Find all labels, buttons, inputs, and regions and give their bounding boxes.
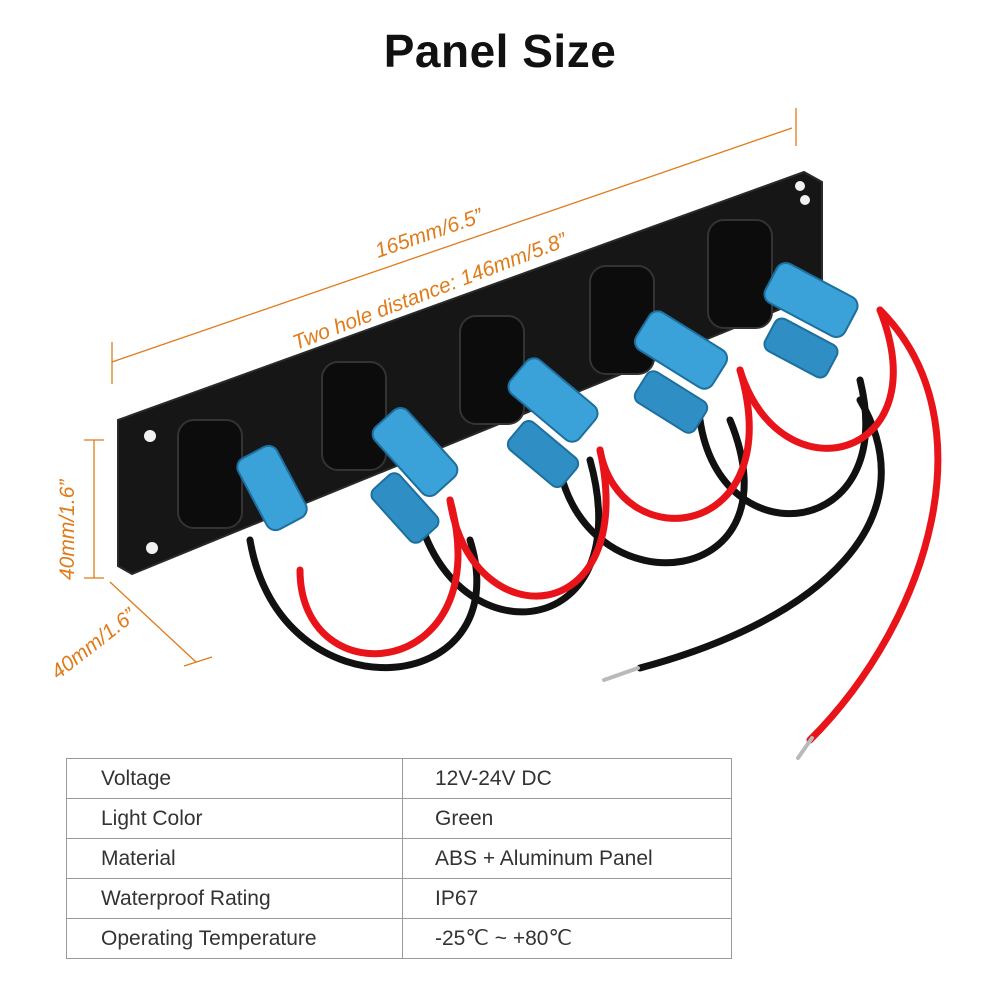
table-row: Voltage 12V-24V DC	[66, 758, 732, 799]
table-row: Waterproof Rating IP67	[66, 878, 732, 919]
spec-value: 12V-24V DC	[402, 758, 732, 799]
spec-value: IP67	[402, 878, 732, 919]
table-row: Light Color Green	[66, 798, 732, 839]
table-row: Operating Temperature -25℃ ~ +80℃	[66, 918, 732, 959]
spec-value: -25℃ ~ +80℃	[402, 918, 732, 959]
height-dimension-label: 40mm/1.6”	[56, 479, 79, 580]
page-title: Panel Size	[383, 25, 617, 77]
length-dimension-label: 165mm/6.5”	[372, 204, 486, 263]
spec-label: Waterproof Rating	[66, 878, 403, 919]
spec-label: Material	[66, 838, 403, 879]
table-row: Material ABS + Aluminum Panel	[66, 838, 732, 879]
mount-hole	[144, 430, 156, 442]
spec-value: Green	[402, 798, 732, 839]
mount-hole	[800, 195, 810, 205]
red-wires	[296, 306, 942, 744]
mount-hole	[795, 181, 805, 191]
spec-label: Light Color	[66, 798, 403, 839]
specifications-table: Voltage 12V-24V DC Light Color Green Mat…	[66, 758, 732, 959]
wire-tips	[602, 666, 814, 760]
spec-label: Operating Temperature	[66, 918, 403, 959]
spec-label: Voltage	[66, 758, 403, 799]
product-figure: 165mm/6.5” Two hole distance: 146mm/5.8”…	[47, 108, 942, 760]
spec-value: ABS + Aluminum Panel	[402, 838, 732, 879]
depth-dimension-label: 40mm/1.6”	[47, 603, 141, 684]
blue-terminal-connectors	[236, 261, 859, 544]
mount-hole	[146, 542, 158, 554]
black-wires	[246, 376, 885, 672]
rocker-switches	[177, 219, 773, 529]
